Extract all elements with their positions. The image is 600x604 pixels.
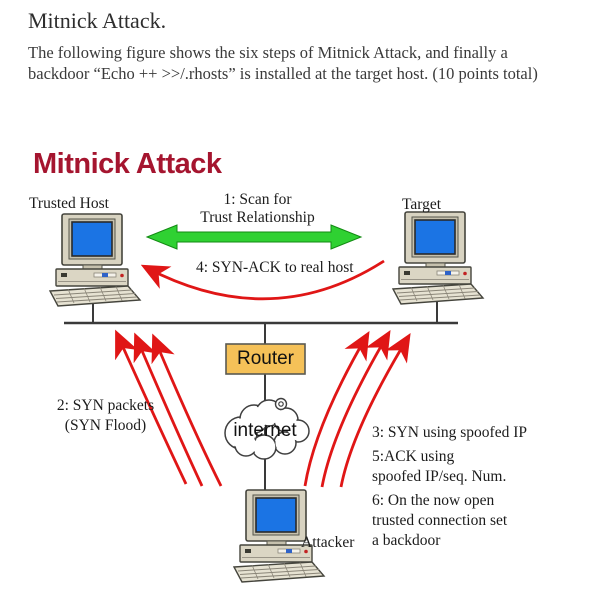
syn-ack-arrow [140,259,385,301]
attacker-label: Attacker [301,534,355,551]
target-label: Target [402,196,442,213]
trusted-host-label: Trusted Host [29,195,109,212]
step4-label: 4: SYN-ACK to real host [196,259,354,276]
router-label: Router [236,348,295,369]
internet-label: internet [233,420,297,441]
step1-label: 1: Scan for Trust Relationship [200,191,315,226]
router-box [225,343,306,375]
cloud-spiral-icon [274,397,288,411]
step3-label: 3: SYN using spoofed IP [372,424,528,441]
step5-label: 5:ACK using spoofed IP/seq. Num. [372,448,507,485]
green-scan-arrow [145,224,363,250]
step2-label: 2: SYN packets (SYN Flood) [56,397,155,434]
target-pc-icon [392,211,484,305]
internet-cloud-icon [224,397,310,460]
step6-label: 6: On the now open trusted connection se… [372,492,508,549]
trusted-host-pc-icon [49,213,141,307]
diagram-title: Mitnick Attack [33,148,222,180]
spoofed-syn-arrows-right [303,329,411,488]
document-title: Mitnick Attack. [28,8,167,33]
document-paragraph: The following figure shows the six steps… [28,43,538,83]
syn-flood-arrows-left [115,329,223,487]
